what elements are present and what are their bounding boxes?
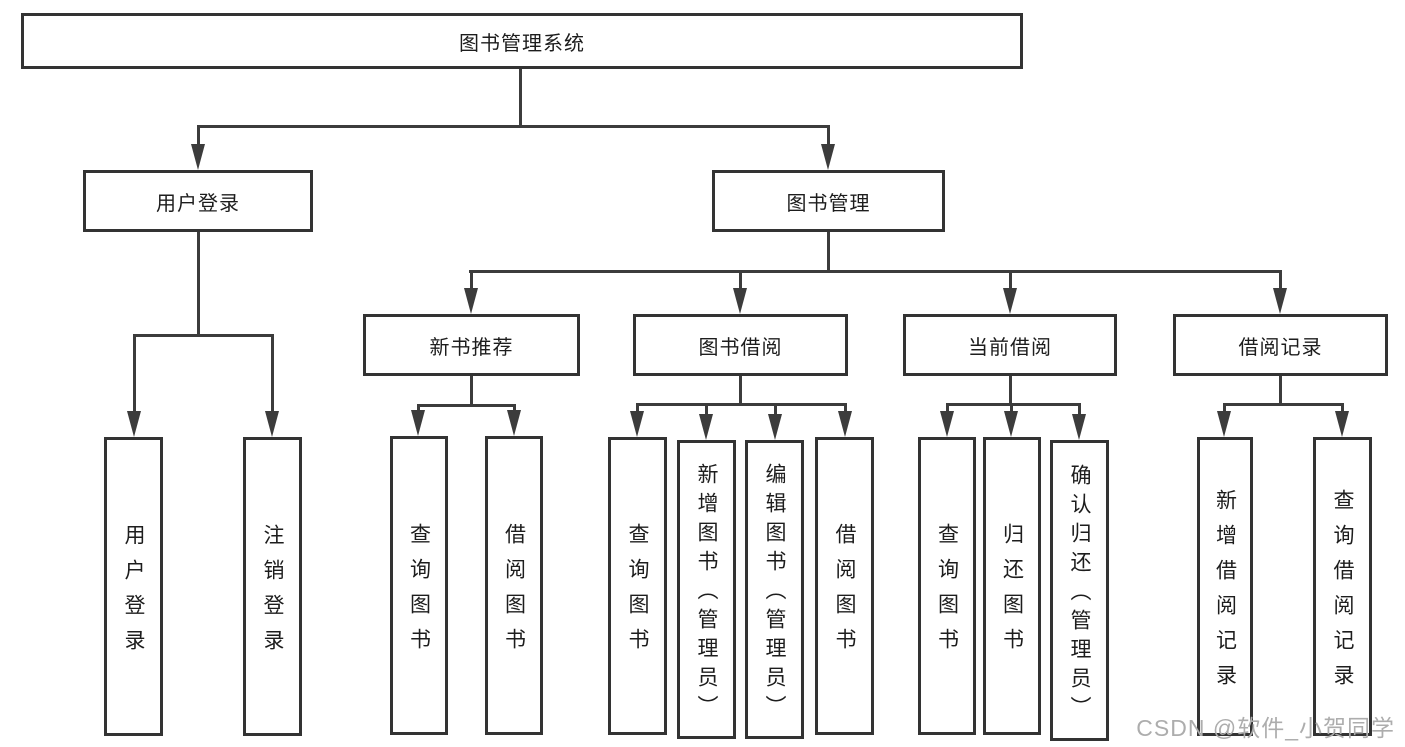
connector-borrow-record-rail <box>1223 403 1343 406</box>
arrow-to-bb-edit-book <box>768 403 782 440</box>
node-cb-confirm-return-admin: 确认归还（管理员） <box>1050 440 1109 741</box>
arrow-to-bb-add-book <box>699 403 713 440</box>
node-nbr-borrow-book-label: 借阅图书 <box>502 522 526 663</box>
node-ul-user-login: 用户登录 <box>104 437 163 736</box>
arrow-to-br-add-record <box>1217 403 1231 437</box>
node-cb-query-book: 查询图书 <box>918 437 976 735</box>
connector-new-book-recommend-stem <box>469 376 473 404</box>
node-cb-confirm-return-admin-label: 确认归还（管理员） <box>1068 464 1091 725</box>
connector-current-borrow-rail <box>946 403 1080 406</box>
arrow-to-bb-borrow-book <box>838 403 852 437</box>
node-nbr-borrow-book: 借阅图书 <box>485 436 543 735</box>
node-cb-return-book: 归还图书 <box>983 437 1041 735</box>
node-br-query-record-label: 查询借阅记录 <box>1331 488 1354 699</box>
node-user-login: 用户登录 <box>83 170 313 232</box>
arrow-to-borrow-record <box>1273 270 1287 314</box>
node-current-borrow: 当前借阅 <box>903 314 1117 376</box>
arrow-to-user-login <box>191 125 205 170</box>
node-br-query-record: 查询借阅记录 <box>1313 437 1372 736</box>
connector-user-login-rail <box>133 334 274 337</box>
node-bb-query-book: 查询图书 <box>608 437 667 735</box>
connector-book-management-stem <box>826 232 830 270</box>
node-nbr-query-book: 查询图书 <box>390 436 448 735</box>
node-bb-add-book-admin-label: 新增图书（管理员） <box>695 463 718 724</box>
node-library-management-system: 图书管理系统 <box>21 13 1023 69</box>
arrow-to-nbr-borrow-book <box>507 404 521 436</box>
arrow-to-logout <box>265 334 279 437</box>
arrow-to-bb-query-book <box>630 403 644 437</box>
arrow-to-current-borrow <box>1003 270 1017 314</box>
node-bb-borrow-book-label: 借阅图书 <box>833 523 856 663</box>
connector-new-book-recommend-rail <box>417 404 515 407</box>
arrow-to-new-book-recommend <box>464 270 478 314</box>
node-book-borrow: 图书借阅 <box>633 314 848 376</box>
arrow-to-book-management <box>821 125 835 170</box>
connector-current-borrow-stem <box>1008 376 1012 403</box>
arrow-to-cb-query-book <box>940 403 954 437</box>
arrow-to-br-query-record <box>1335 403 1349 437</box>
connector-borrow-record-stem <box>1278 376 1282 403</box>
arrow-to-cb-return-book <box>1004 403 1018 437</box>
node-book-management-label: 图书管理 <box>786 192 871 215</box>
connector-book-borrow-rail <box>636 403 846 406</box>
node-new-book-recommend: 新书推荐 <box>363 314 580 376</box>
arrow-to-nbr-query-book <box>411 404 425 436</box>
arrow-to-cb-confirm-return <box>1072 403 1086 440</box>
connector-user-login-stem <box>196 232 200 334</box>
node-bb-edit-book-admin: 编辑图书（管理员） <box>745 440 804 739</box>
node-bb-add-book-admin: 新增图书（管理员） <box>677 440 736 739</box>
node-nbr-query-book-label: 查询图书 <box>407 522 431 663</box>
node-new-book-recommend-label: 新书推荐 <box>429 336 514 359</box>
node-current-borrow-label: 当前借阅 <box>968 336 1052 359</box>
node-cb-query-book-label: 查询图书 <box>935 523 959 663</box>
node-ul-user-login-label: 用户登录 <box>122 523 145 664</box>
connector-book-borrow-stem <box>738 376 742 403</box>
node-ul-logout-label: 注销登录 <box>261 523 284 664</box>
node-bb-borrow-book: 借阅图书 <box>815 437 874 735</box>
connector-root-stem <box>518 69 522 125</box>
node-user-login-label: 用户登录 <box>156 192 240 215</box>
connector-level2-rail <box>197 125 830 128</box>
arrow-to-login <box>127 334 141 437</box>
node-book-borrow-label: 图书借阅 <box>698 336 783 359</box>
node-bb-edit-book-admin-label: 编辑图书（管理员） <box>763 463 786 724</box>
node-br-add-record-label: 新增借阅记录 <box>1213 488 1237 699</box>
arrow-to-book-borrow <box>733 270 747 314</box>
node-book-management: 图书管理 <box>712 170 945 232</box>
node-borrow-record-label: 借阅记录 <box>1238 336 1323 359</box>
node-bb-query-book-label: 查询图书 <box>626 523 649 663</box>
node-cb-return-book-label: 归还图书 <box>1000 523 1024 663</box>
node-library-management-system-label: 图书管理系统 <box>459 32 585 55</box>
csdn-watermark: CSDN @软件_小贺同学 <box>1136 715 1395 741</box>
node-ul-logout: 注销登录 <box>243 437 302 736</box>
node-borrow-record: 借阅记录 <box>1173 314 1388 376</box>
node-br-add-record: 新增借阅记录 <box>1197 437 1253 736</box>
connector-level3-rail <box>469 270 1282 273</box>
